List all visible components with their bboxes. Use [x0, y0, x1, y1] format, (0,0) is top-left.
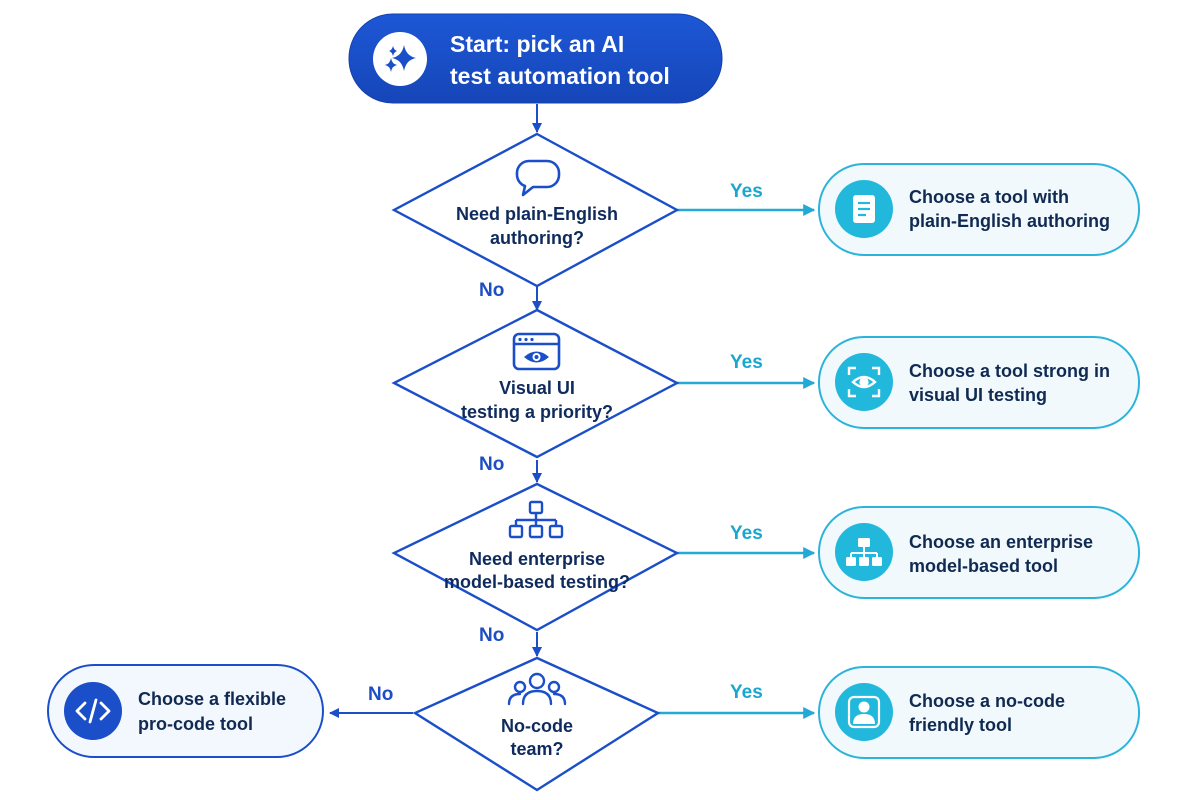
result-visual-ui: Choose a tool strong in visual UI testin…	[818, 336, 1140, 429]
eye-scan-icon	[847, 366, 881, 398]
yes-label-3: Yes	[730, 523, 763, 544]
decision-no-code: No-code team?	[412, 656, 661, 792]
decision-1-line2: authoring?	[490, 228, 584, 248]
no-label-4: No	[368, 684, 393, 705]
yes-label-4: Yes	[730, 682, 763, 703]
decision-visual-ui: Visual UI testing a priority?	[391, 308, 680, 459]
no-label-1: No	[479, 280, 504, 301]
team-icon	[507, 672, 567, 706]
result-plain-english: Choose a tool with plain-English authori…	[818, 163, 1140, 256]
start-text-line2: test automation tool	[450, 63, 670, 89]
result-4-line2: friendly tool	[909, 715, 1012, 735]
user-icon	[847, 695, 881, 729]
result-pro-code: Choose a flexible pro-code tool	[47, 664, 324, 758]
code-icon	[75, 698, 111, 724]
decision-plain-english: Need plain-English authoring?	[391, 132, 680, 288]
fallback-line1: Choose a flexible	[138, 689, 286, 709]
speech-bubble-icon	[515, 159, 561, 197]
hierarchy-icon	[846, 538, 882, 566]
result-2-line2: visual UI testing	[909, 385, 1047, 405]
result-enterprise: Choose an enterprise model-based tool	[818, 506, 1140, 599]
browser-eye-icon	[512, 332, 561, 371]
sparkle-icon	[385, 45, 416, 72]
decision-4-line1: No-code	[501, 716, 573, 736]
fallback-line2: pro-code tool	[138, 714, 253, 734]
result-3-line1: Choose an enterprise	[909, 532, 1093, 552]
yes-connectors	[658, 204, 816, 719]
decision-3-line1: Need enterprise	[469, 549, 605, 569]
decision-4-line2: team?	[510, 739, 563, 759]
no-label-3: No	[479, 625, 504, 646]
decision-2-line1: Visual UI	[499, 378, 575, 398]
document-icon	[853, 195, 875, 223]
start-text-line1: Start: pick an AI	[450, 31, 624, 57]
result-no-code: Choose a no-code friendly tool	[818, 666, 1140, 759]
result-2-line1: Choose a tool strong in	[909, 361, 1110, 381]
decision-2-line2: testing a priority?	[461, 402, 613, 422]
result-4-line1: Choose a no-code	[909, 691, 1065, 711]
start-node: Start: pick an AI test automation tool	[348, 13, 723, 104]
no-label-2: No	[479, 454, 504, 475]
result-3-line2: model-based tool	[909, 556, 1058, 576]
result-1-line2: plain-English authoring	[909, 211, 1110, 231]
decision-enterprise: Need enterprise model-based testing?	[391, 482, 680, 632]
yes-label-1: Yes	[730, 181, 763, 202]
vertical-connectors	[329, 104, 542, 718]
decision-3-line2: model-based testing?	[444, 572, 630, 592]
result-1-line1: Choose a tool with	[909, 187, 1069, 207]
yes-label-2: Yes	[730, 352, 763, 373]
branch-labels: Yes Yes Yes Yes No No No No	[368, 181, 763, 705]
hierarchy-icon	[508, 500, 564, 539]
decision-1-line1: Need plain-English	[456, 204, 618, 224]
